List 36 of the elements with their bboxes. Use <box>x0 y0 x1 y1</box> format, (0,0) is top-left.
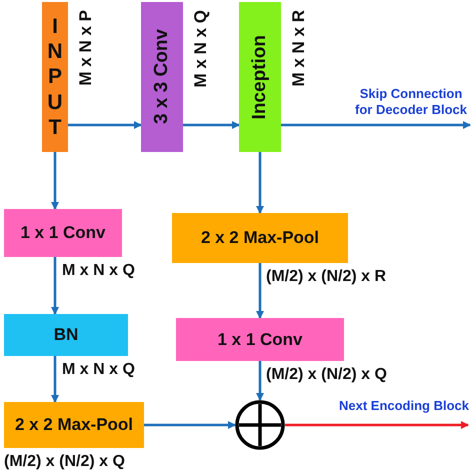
arrow <box>51 257 59 315</box>
arrow <box>256 263 264 319</box>
node-label: 3 x 3 Conv <box>150 29 173 125</box>
input-bar <box>42 2 68 152</box>
node-label: Inception <box>248 34 271 120</box>
conv-layer-box <box>176 318 344 361</box>
node-label: 1 x 1 Conv <box>217 328 303 351</box>
node-label: 2 x 2 Max-Pool <box>200 227 320 250</box>
arrow <box>285 421 469 429</box>
max-pool-box <box>172 213 348 263</box>
node-label: 1 x 1 Conv <box>20 222 106 244</box>
arrow <box>281 121 471 129</box>
dimension-label: M x N x P <box>75 10 96 86</box>
dimension-label: (M/2) x (N/2) x R <box>266 267 386 287</box>
arrow <box>51 152 59 210</box>
arrow <box>256 152 264 214</box>
dimension-label: M x N x Q <box>62 360 135 380</box>
dimension-label: M x N x Q <box>62 261 135 281</box>
arrow <box>144 421 236 429</box>
conv-layer-box <box>141 2 183 152</box>
batch-norm-box <box>4 314 128 356</box>
sum-circle <box>235 400 285 450</box>
arrow <box>183 121 240 129</box>
node-label: 2 x 2 Max-Pool <box>14 414 134 436</box>
node-label: INPUT <box>47 14 63 140</box>
dimension-label: (M/2) x (N/2) x Q <box>266 365 387 385</box>
max-pool-box <box>4 402 144 448</box>
arrow <box>68 121 142 129</box>
dimension-label: (M/2) x (N/2) x Q <box>4 452 125 472</box>
dimension-label: M x N x Q <box>190 10 211 88</box>
node-label: BN <box>54 324 78 346</box>
arrow <box>256 361 264 401</box>
conv-layer-box <box>4 209 122 257</box>
dimension-label: M x N x R <box>288 10 309 87</box>
inception-box <box>239 2 281 152</box>
arrow <box>51 356 59 403</box>
